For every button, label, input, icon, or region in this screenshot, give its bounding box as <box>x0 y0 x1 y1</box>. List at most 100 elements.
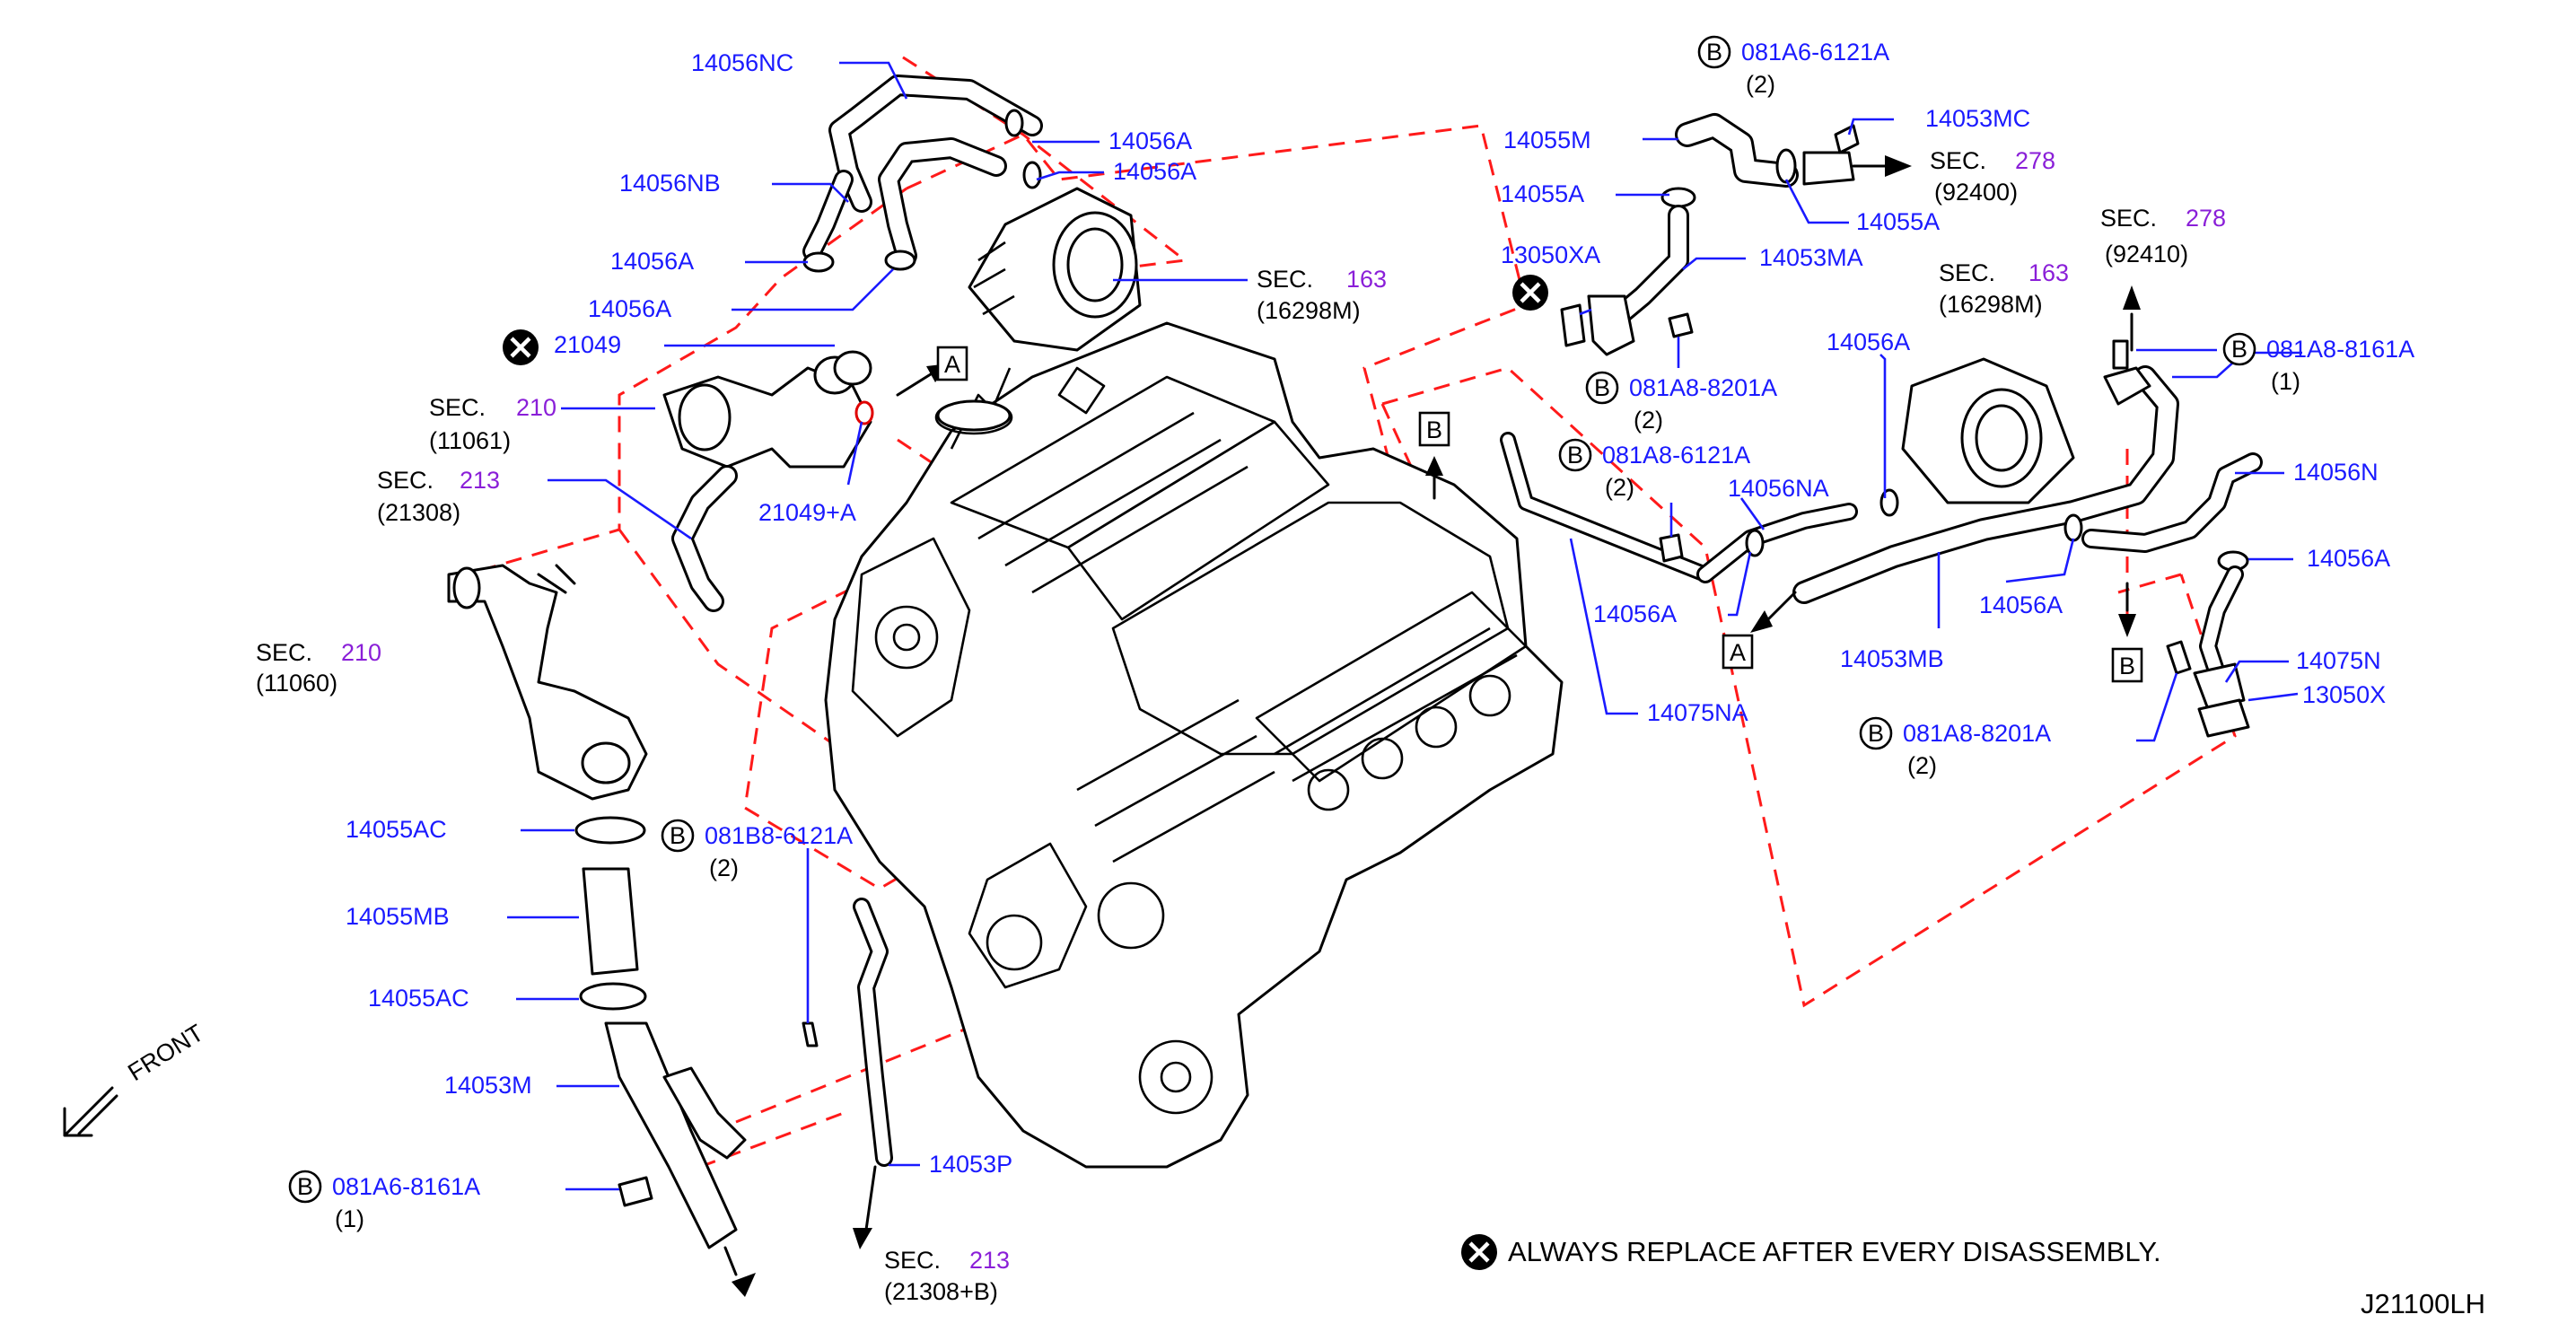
clamp-14056a-6 <box>1745 529 1765 557</box>
sec-number: 213 <box>460 467 500 494</box>
engine-block <box>824 321 1564 1169</box>
leader-14056nb <box>772 182 849 203</box>
label-14055a-2: 14055A <box>1856 208 1940 235</box>
front-label: FRONT <box>123 1019 208 1086</box>
b-symbol: B <box>2231 336 2247 363</box>
ref-box-frame <box>936 346 968 381</box>
bolt-part: 081A6-8161A <box>332 1173 480 1200</box>
front-arrow-icon <box>63 1086 114 1137</box>
replace-symbols <box>503 275 1548 1270</box>
engine-crank-pulley <box>1138 1039 1214 1115</box>
sec-sub: (11060) <box>256 670 337 697</box>
label-14056a-7: 14056A <box>1979 592 2063 618</box>
bolt-part: 081A8-8161A <box>2266 336 2414 363</box>
sec-sub: (21308) <box>377 499 460 526</box>
b-symbol: B <box>1567 442 1583 469</box>
label-14055ac-1: 14055AC <box>346 816 447 843</box>
label-14056na: 14056NA <box>1728 475 1829 502</box>
bolt-081a8-8201a-1 <box>1668 312 1694 338</box>
engine-pulley-1 <box>874 605 939 670</box>
throttle-body-left-ribs <box>973 241 1015 316</box>
label-14056n: 14056N <box>2293 459 2379 486</box>
label-14056a-3: 14056A <box>610 248 694 275</box>
clamp-14056a-1 <box>1004 109 1024 137</box>
bolt-qty: (2) <box>709 854 739 881</box>
water-inlet-flange <box>581 741 631 784</box>
label-14056a-6: 14056A <box>1593 600 1677 627</box>
section-references: SEC. 163 (16298M) SEC. 278 (92400) SEC. … <box>256 147 2226 1305</box>
label-14056a-4: 14056A <box>588 295 671 322</box>
sec-ref-s8: SEC. 213 (21308+B) <box>884 1247 1010 1305</box>
clamp-14055ac-2 <box>579 982 647 1011</box>
engine-front-cover <box>851 537 971 738</box>
ref-box-a1: A <box>936 346 968 381</box>
hose-14056na-fill <box>1699 505 1855 581</box>
o-ring-21049a <box>854 400 874 425</box>
b-symbol: B <box>297 1173 313 1200</box>
label-14055ac-2: 14055AC <box>368 985 469 1012</box>
b-circle-icon <box>1859 716 1893 750</box>
b-symbol: B <box>1868 720 1884 747</box>
water-inlet-sec210 <box>447 564 648 801</box>
dashed-line-left-lower <box>618 529 836 747</box>
clamp-14055a-2 <box>1660 187 1696 208</box>
engine-plug-4 <box>1468 674 1511 717</box>
sec-prefix: SEC. <box>884 1247 941 1274</box>
ref-box-b1: B <box>1418 411 1450 447</box>
hose-14056nc-lower-fill <box>805 172 851 259</box>
label-14055a-1: 14055A <box>1501 180 1584 207</box>
sec-sub: (16298M) <box>1257 297 1361 324</box>
sec-ref-s3: SEC. 278 (92410) <box>2100 205 2226 267</box>
leader-21049a <box>846 421 863 486</box>
sec-number: 210 <box>516 394 556 421</box>
front-arrow-shaft-2 <box>77 1094 118 1135</box>
b-circle-icon <box>288 1170 322 1204</box>
diagram-id: J21100LH <box>2361 1288 2485 1319</box>
pipe-14053ma-flange <box>1587 294 1635 356</box>
label-14075na: 14075NA <box>1647 699 1748 726</box>
bolt-081a8-8161a <box>2112 339 2129 370</box>
sec-prefix: SEC. <box>377 467 434 494</box>
engine-water-pump <box>968 842 1088 989</box>
bolt-part: 081A8-8201A <box>1629 374 1777 401</box>
b-circle-icon <box>1585 371 1619 405</box>
replace-note: ALWAYS REPLACE AFTER EVERY DISASSEMBLY. <box>1508 1236 2161 1267</box>
pipe-14053m-end <box>723 1246 738 1276</box>
sec-prefix: SEC. <box>2100 205 2157 232</box>
sec-sub: (21308+B) <box>884 1278 998 1305</box>
leader-14056a-7 <box>2005 538 2075 583</box>
ref-box-b2: B <box>2111 647 2143 683</box>
engine-pulley-2 <box>986 914 1043 971</box>
pipe-14053mc <box>1802 151 1855 186</box>
bolt-label-b6: B 081B8-6121A (2) <box>661 819 853 881</box>
label-14056nb: 14056NB <box>619 170 721 197</box>
label-13050xa: 13050XA <box>1501 241 1600 268</box>
engine-plug-1 <box>1307 768 1350 811</box>
engine-pulley-3 <box>1097 881 1165 950</box>
sec-prefix: SEC. <box>429 394 486 421</box>
label-14053ma: 14053MA <box>1759 244 1863 271</box>
ref-box-letter: A <box>1730 639 1746 666</box>
leader-14056a-5 <box>1879 354 1887 498</box>
label-21049a: 21049+A <box>758 499 856 526</box>
engine-outline <box>824 321 1564 1169</box>
leader-14055a-2 <box>1784 179 1849 224</box>
pipe-14053p-fill <box>855 900 890 1164</box>
label-14056a-1: 14056A <box>1108 127 1192 154</box>
pipe-14053m-bracket <box>662 1066 747 1160</box>
leader-14075n <box>2224 660 2289 683</box>
bolt-part: 081A8-8201A <box>1903 720 2051 747</box>
engine-pulley-1-hub <box>892 623 921 652</box>
water-outlet-left-port <box>678 383 732 451</box>
label-21049: 21049 <box>554 331 621 358</box>
sec-number: 163 <box>1346 266 1387 293</box>
bolt-qty: (1) <box>335 1205 364 1232</box>
bolt-081a6-6121a <box>1834 124 1860 154</box>
throttle-body-left-plate <box>1066 227 1124 302</box>
x-circle-icon-13050xa <box>1512 275 1548 311</box>
part-number-labels: 14056NC 14056A 14056A 14056NB 14056A 140… <box>346 49 2390 1178</box>
bolt-labels: B 081A6-6121A (2) B 081A8-8201A (2) B 08… <box>288 35 2414 1232</box>
sec-sub: (11061) <box>429 427 511 454</box>
leader-13050x <box>2247 692 2299 702</box>
leader-sec213-1 <box>548 478 692 540</box>
